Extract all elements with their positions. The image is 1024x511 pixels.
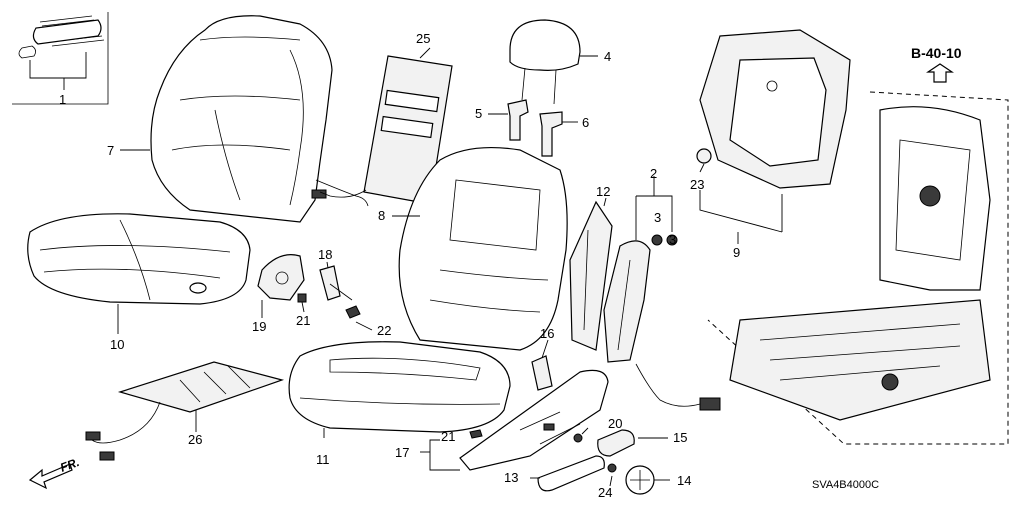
callout-21a: 21: [296, 313, 310, 328]
part-12-side-cover: [569, 200, 613, 351]
callout-15: 15: [673, 430, 687, 445]
part-3-bolt-a: [651, 234, 663, 246]
part-5-guide: [507, 99, 529, 141]
part-2-side-airbag: [603, 240, 721, 411]
part-18-bracket: [319, 265, 353, 301]
part-9-back-frame: [699, 29, 851, 189]
part-13-lever: [537, 455, 605, 492]
callout-22: 22: [377, 323, 391, 338]
reference-marker: B-40-10: [911, 45, 962, 83]
callout-1: 1: [59, 92, 66, 107]
direction-arrow: FR.: [28, 455, 81, 490]
callout-16: 16: [540, 326, 554, 341]
callout-3b: 3: [669, 232, 676, 247]
part-8-seatback-pad: [398, 146, 568, 351]
callout-6: 6: [582, 115, 589, 130]
callout-2: 2: [650, 166, 657, 181]
callout-labels: 1 2 3 3 4 5 6 7 8 9 10 11 12 13 14 15 16…: [59, 31, 740, 500]
part-17-side-trim: [459, 369, 609, 471]
callout-20: 20: [608, 416, 622, 431]
seat-frame-assembly: [707, 91, 1009, 445]
part-22-clip: [345, 305, 361, 319]
callout-12: 12: [596, 184, 610, 199]
part-6-guide: [539, 111, 563, 157]
callout-24: 24: [598, 485, 612, 500]
callout-17: 17: [395, 445, 409, 460]
part-1-clips: [12, 12, 109, 105]
callout-19: 19: [252, 319, 266, 334]
part-15-cover: [597, 429, 635, 457]
part-21-clip: [297, 293, 307, 303]
part-16-fitting: [531, 355, 553, 391]
callout-14: 14: [677, 473, 691, 488]
part-26-cushion-heater: [85, 361, 285, 461]
part-21b-clip: [469, 429, 483, 439]
direction-label: FR.: [58, 455, 81, 475]
callout-11: 11: [316, 452, 330, 467]
drawing-code: SVA4B4000C: [812, 479, 879, 491]
part-11-cushion-pad: [288, 341, 511, 433]
callout-21b: 21: [441, 429, 455, 444]
part-23-clip: [696, 148, 712, 164]
callout-7: 7: [107, 143, 114, 158]
part-10-cushion-cover: [27, 213, 251, 305]
part-20-screw: [573, 433, 583, 443]
callout-3a: 3: [654, 210, 661, 225]
part-19-bracket: [257, 254, 305, 301]
callout-10: 10: [110, 337, 124, 352]
callout-18: 18: [318, 247, 332, 262]
callout-9: 9: [733, 245, 740, 260]
part-25-heater-pad: [319, 55, 453, 205]
part-3-bolt-b: [666, 234, 678, 246]
callout-4: 4: [604, 49, 611, 64]
callout-5: 5: [475, 106, 482, 121]
callout-8: 8: [378, 208, 385, 223]
part-24-screw: [607, 463, 617, 473]
callout-23: 23: [690, 177, 704, 192]
part-4-headrest: [509, 19, 581, 105]
callout-13: 13: [504, 470, 518, 485]
reference-code: B-40-10: [911, 45, 962, 61]
leader-lines: [117, 47, 783, 487]
callout-26: 26: [188, 432, 202, 447]
part-7-seatback-cover: [150, 15, 369, 223]
callout-25: 25: [416, 31, 430, 46]
part-14-knob: [625, 465, 655, 495]
